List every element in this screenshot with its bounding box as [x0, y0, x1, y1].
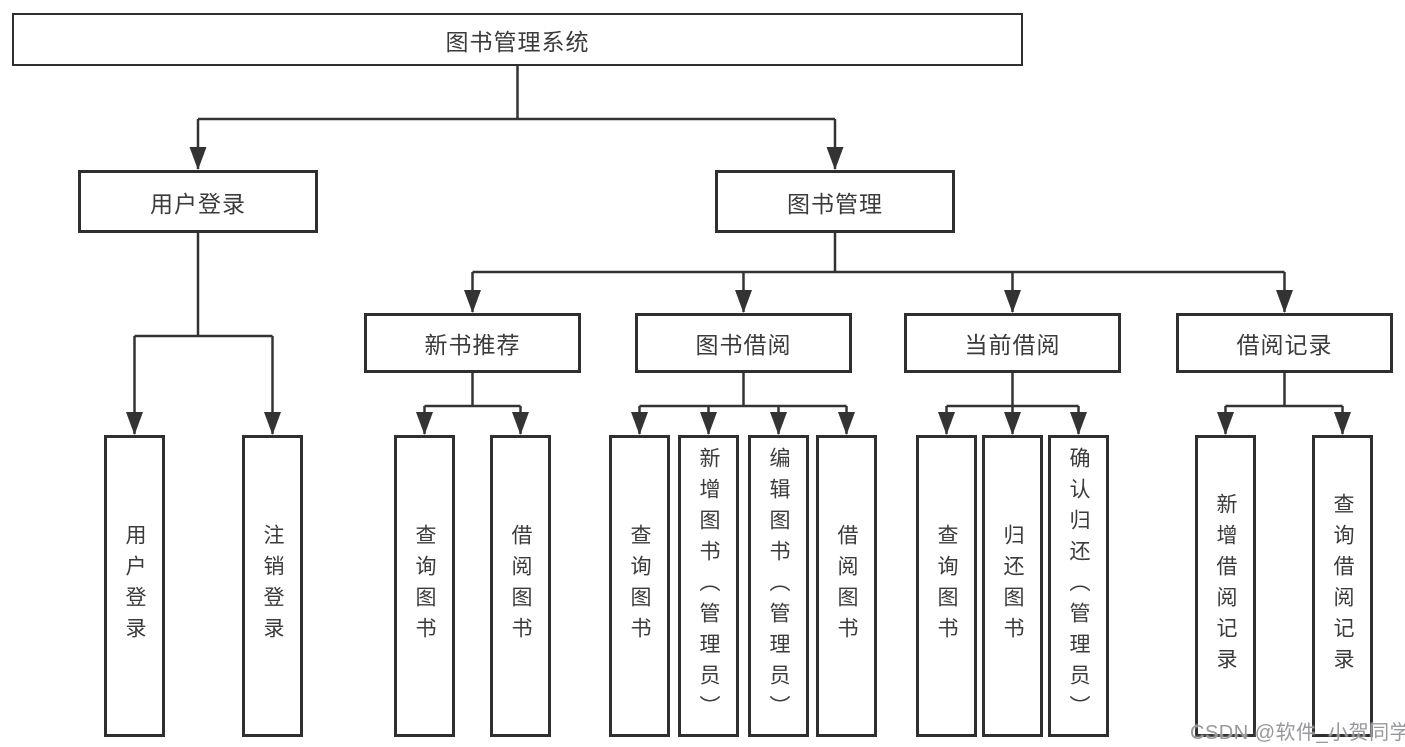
connector-new-book-children [416, 373, 529, 435]
connector-book-borrow-children [631, 373, 855, 435]
connector-root-to-level2 [189, 66, 844, 170]
node-new-book-recommend: 新书推荐 [364, 313, 581, 373]
node-root: 图书管理系统 [12, 13, 1023, 66]
leaf-edit-book-admin: 编辑图书（管理员） [748, 435, 809, 737]
node-user-login: 用户登录 [78, 170, 318, 233]
leaf-logout: 注销登录 [242, 435, 303, 737]
leaf-query-book-newbook: 查询图书 [394, 435, 455, 737]
csdn-watermark: CSDN @软件_小贺同学 [1190, 722, 1405, 744]
connector-borrow-record-children [1217, 373, 1351, 435]
connector-user-login-children [126, 233, 281, 435]
leaf-query-borrow-record: 查询借阅记录 [1312, 435, 1373, 737]
node-borrow-record: 借阅记录 [1176, 313, 1393, 373]
leaf-return-book: 归还图书 [982, 435, 1043, 737]
node-book-borrow: 图书借阅 [635, 313, 852, 373]
connector-book-management-children [464, 233, 1293, 313]
node-book-management: 图书管理 [715, 170, 955, 233]
leaf-borrow-book-newbook: 借阅图书 [490, 435, 551, 737]
leaf-confirm-return-admin: 确认归还（管理员） [1048, 435, 1109, 737]
leaf-add-book-admin: 新增图书（管理员） [678, 435, 739, 737]
leaf-user-login: 用户登录 [104, 435, 165, 737]
leaf-query-book-borrow: 查询图书 [609, 435, 670, 737]
leaf-query-book-current: 查询图书 [916, 435, 977, 737]
node-current-borrow: 当前借阅 [904, 313, 1121, 373]
leaf-add-borrow-record: 新增借阅记录 [1195, 435, 1256, 737]
connector-current-borrow-children [938, 373, 1087, 435]
leaf-borrow-book-borrow: 借阅图书 [816, 435, 877, 737]
